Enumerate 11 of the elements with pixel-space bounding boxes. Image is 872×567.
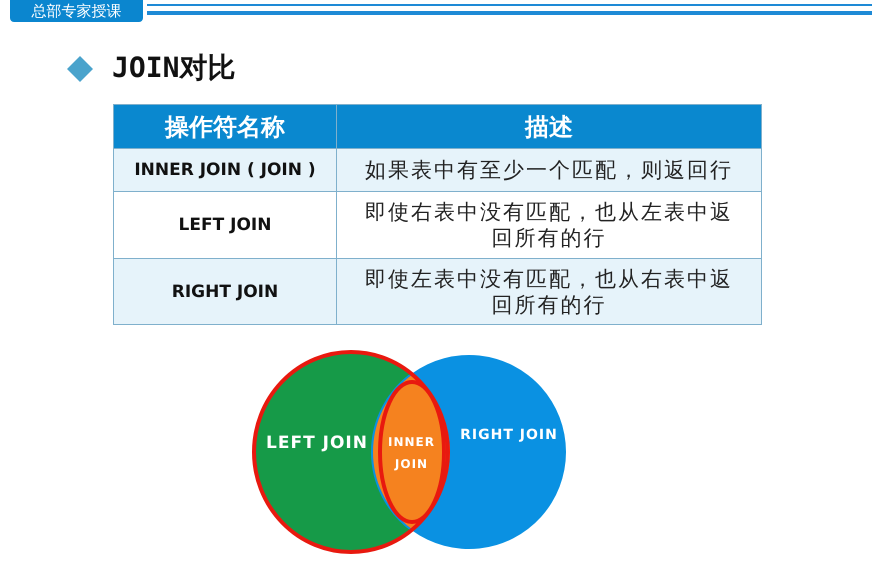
- table-cell: INNER JOIN ( JOIN ): [114, 148, 336, 192]
- set-label: LEFT JOIN: [265, 433, 369, 453]
- table-cell: 即使左表中没有匹配，也从右表中返回所有的行: [336, 258, 762, 324]
- set-label: RIGHT JOIN: [459, 426, 559, 445]
- slide-title: JOIN对比: [112, 50, 236, 86]
- header-cell: 描述: [336, 104, 762, 148]
- table-cell: RIGHT JOIN: [114, 258, 336, 324]
- header-tab: 总部专家授课: [10, 0, 143, 22]
- header-cell: 操作符名称: [114, 104, 336, 148]
- set-label: INNER JOIN: [387, 434, 436, 473]
- table-cell: 如果表中有至少一个匹配，则返回行: [336, 148, 762, 192]
